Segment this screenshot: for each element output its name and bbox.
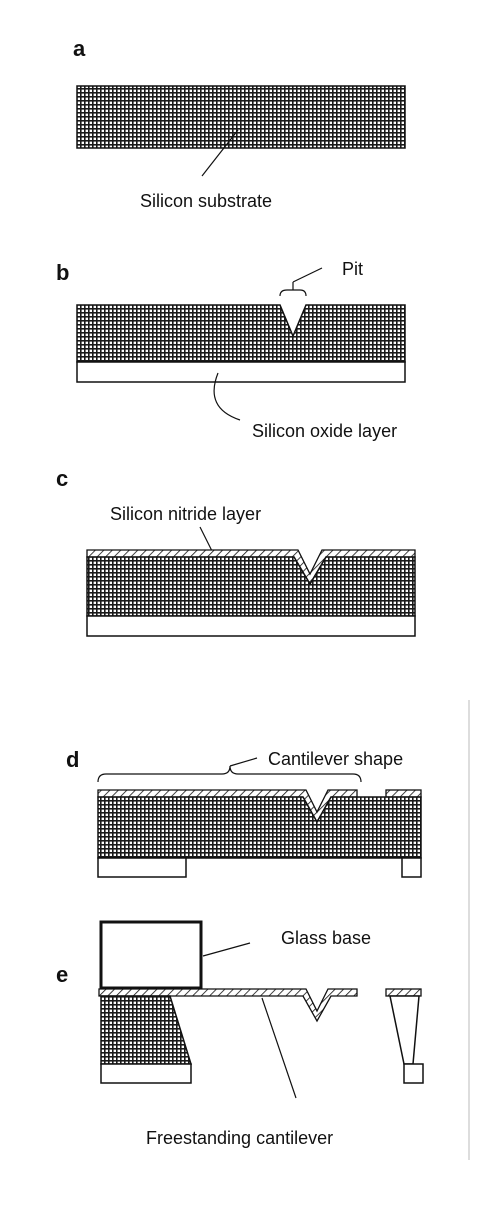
panel-e: e Glass base Freestanding cantilever [56,920,424,1148]
panel-d-letter: d [66,747,79,772]
panel-c: c Silicon nitride layer [56,466,416,637]
silicon-substrate-label: Silicon substrate [140,191,272,211]
oxide-pad-right [401,857,422,878]
oxide-pad-left [97,857,187,878]
glass-base-leader [202,942,251,957]
oxide-pad-right [403,1063,424,1084]
cantilever-shape-label: Cantilever shape [268,749,403,769]
oxide-leader-line [213,372,241,421]
nitride-leader-line [199,526,213,552]
silicon-oxide-label: Silicon oxide layer [252,421,397,441]
pit-leader-line [292,267,323,283]
silicon-nitride-label: Silicon nitride layer [110,504,261,524]
panel-e-letter: e [56,962,68,987]
nitride-island [385,789,422,798]
silicon-substrate [76,85,406,149]
nitride-island [385,988,422,997]
oxide-pad-left [100,1063,192,1084]
panel-a-letter: a [73,36,86,61]
panel-c-letter: c [56,466,68,491]
substrate-leader-line [201,129,239,177]
cantilever-shape-leader [229,757,258,767]
silicon-oxide-layer [76,361,406,383]
panel-b: b Pit Silicon oxide layer [56,259,406,441]
panel-d: d Cantilever shape [66,747,422,878]
freestanding-leader-line [261,997,297,1099]
etched-silicon-sliver [389,995,420,1065]
silicon-substrate [86,556,416,617]
pit-label: Pit [342,259,363,279]
pit-bracket [279,282,307,297]
glass-base-label: Glass base [281,928,371,948]
panel-a: a Silicon substrate [73,36,406,211]
freestanding-cantilever-layer [98,988,358,1023]
silicon-oxide-layer [86,615,416,637]
etched-silicon-body [100,995,193,1065]
silicon-substrate [97,796,422,859]
freestanding-cantilever-label: Freestanding cantilever [146,1128,333,1148]
panel-b-letter: b [56,260,69,285]
glass-base [99,920,203,990]
silicon-substrate [76,304,406,363]
